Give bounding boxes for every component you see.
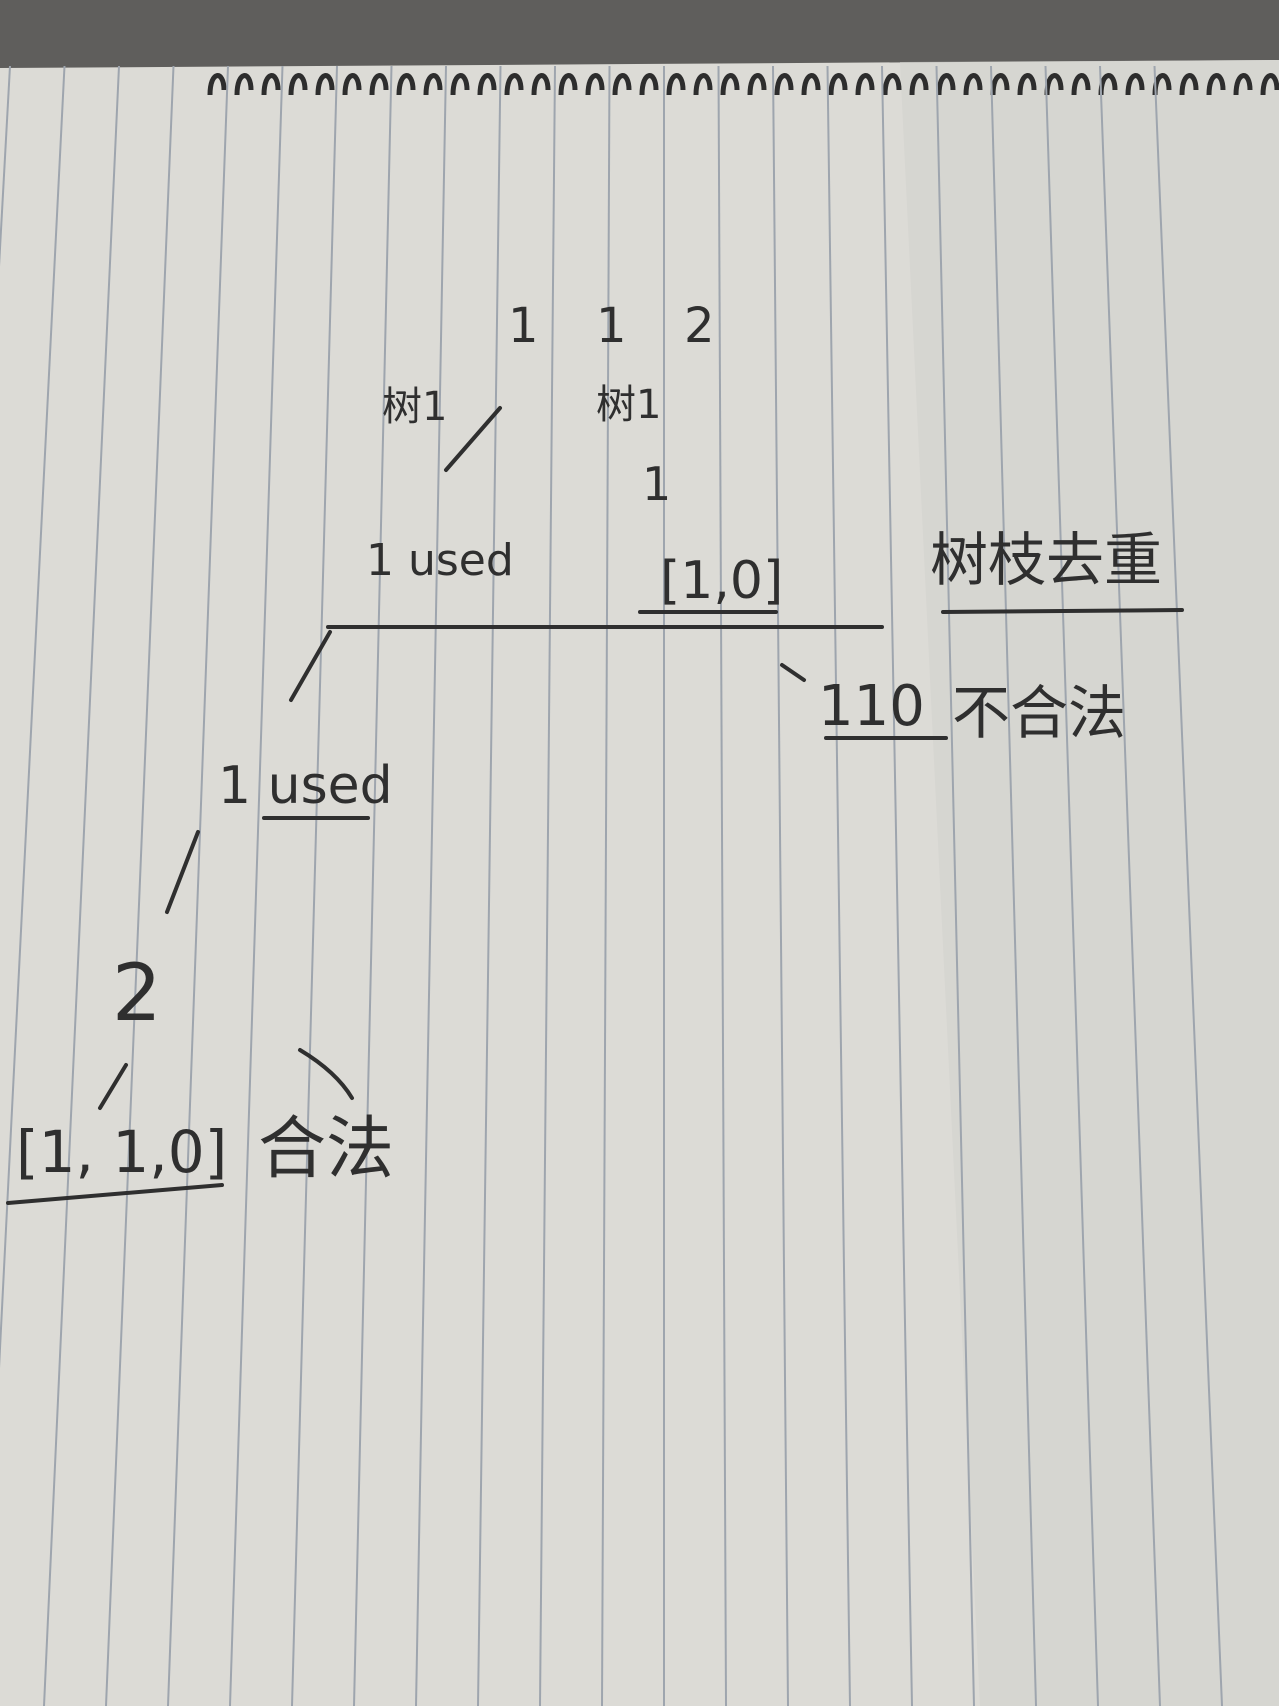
left-branch-mark: 树1 xyxy=(382,384,447,430)
ruled-line xyxy=(539,65,556,1706)
spiral-ring xyxy=(909,73,929,96)
spiral-ring xyxy=(801,73,821,96)
array-upper: [1,0] xyxy=(660,551,783,611)
final-array-underline xyxy=(6,1183,224,1205)
spiral-ring xyxy=(504,73,524,96)
top-num-1: 1 xyxy=(508,298,539,354)
spiral-ring xyxy=(963,73,983,96)
top-num-3: 2 xyxy=(684,298,715,354)
right-branch-mark: 树1 xyxy=(596,382,661,428)
spiral-ring xyxy=(558,73,578,96)
spiral-ring xyxy=(1179,73,1199,96)
spiral-ring xyxy=(585,73,605,96)
ruled-line xyxy=(772,65,789,1706)
spiral-ring xyxy=(639,73,659,96)
ruled-line xyxy=(717,65,727,1706)
ruled-line xyxy=(935,65,975,1706)
ruled-line xyxy=(167,65,229,1706)
right-tick-line xyxy=(780,663,806,682)
spiral-ring xyxy=(747,73,767,96)
spiral-ring xyxy=(1125,73,1145,96)
spiral-ring xyxy=(288,73,308,96)
final-array: [1, 1,0] xyxy=(16,1118,227,1186)
spiral-ring xyxy=(828,73,848,96)
ruled-line xyxy=(291,65,338,1706)
spiral-ring xyxy=(531,73,551,96)
spiral-ring xyxy=(1017,73,1037,96)
lower-left-branch-line xyxy=(289,630,332,702)
paper-shade xyxy=(900,60,1279,1706)
tree-strokes xyxy=(6,406,1184,1205)
spiral-ring xyxy=(936,73,956,96)
ruled-line xyxy=(415,65,447,1706)
ruled-lines xyxy=(0,65,1223,1706)
spiral-ring xyxy=(1206,73,1226,96)
spiral-ring xyxy=(369,73,389,96)
final-label: 合法 xyxy=(258,1110,394,1189)
ruled-line xyxy=(229,65,284,1706)
ruled-line xyxy=(990,65,1037,1706)
ruled-line xyxy=(0,65,66,1369)
ruled-line xyxy=(353,65,393,1706)
spiral-ring xyxy=(234,73,254,96)
used-upper: 1 used xyxy=(366,535,514,586)
right-num: 1 xyxy=(642,457,671,511)
ruled-line xyxy=(477,65,502,1706)
left-branch-line xyxy=(444,406,502,472)
spiral-ring xyxy=(882,73,902,96)
two-to-array-line xyxy=(98,1063,128,1110)
spiral-ring xyxy=(1071,73,1091,96)
spiral-ring xyxy=(693,73,713,96)
ruled-line xyxy=(601,65,611,1706)
final-label-flourish xyxy=(298,1048,354,1100)
used-to-two-line xyxy=(165,830,200,914)
spiral-ring xyxy=(315,73,335,96)
spiral-ring xyxy=(450,73,470,96)
ruled-line xyxy=(1153,65,1223,1706)
spiral-ring xyxy=(342,73,362,96)
ruled-line xyxy=(826,65,851,1706)
spiral-ring xyxy=(720,73,740,96)
ruled-line xyxy=(105,65,175,1706)
spiral-ring xyxy=(855,73,875,96)
spiral-ring xyxy=(207,73,227,96)
dedup-label: 树枝去重 xyxy=(930,526,1162,594)
used-lower: 1 used xyxy=(218,756,393,816)
ruled-line xyxy=(1044,65,1099,1706)
spiral-ring xyxy=(774,73,794,96)
dedup-underline xyxy=(941,608,1184,614)
spiral-ring xyxy=(666,73,686,96)
ruled-line xyxy=(1099,65,1161,1706)
two: 2 xyxy=(112,949,162,1039)
spiral-ring xyxy=(1260,73,1279,96)
spiral-ring xyxy=(990,73,1010,96)
ruled-line xyxy=(43,65,120,1706)
spiral-ring xyxy=(396,73,416,96)
spiral-ring xyxy=(261,73,281,96)
ruled-line xyxy=(881,65,913,1706)
spiral-ring xyxy=(1044,73,1064,96)
spiral-ring xyxy=(612,73,632,96)
top-num-2: 1 xyxy=(596,298,627,354)
spiral-binding xyxy=(207,73,1279,96)
spiral-ring xyxy=(1233,73,1253,96)
spiral-ring xyxy=(477,73,497,96)
illegal-value: 110 xyxy=(818,674,925,739)
spiral-ring xyxy=(423,73,443,96)
illegal-label: 不合法 xyxy=(952,679,1126,747)
